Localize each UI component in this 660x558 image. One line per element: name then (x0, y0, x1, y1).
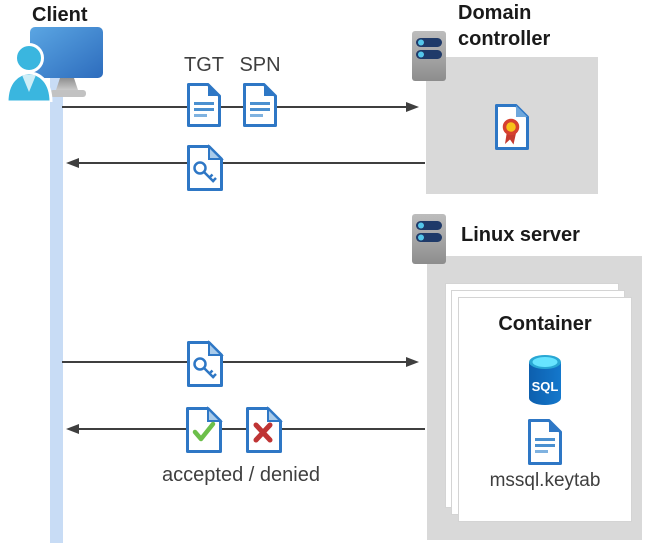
arrow-client-to-dc (62, 102, 419, 112)
key-document-icon (187, 340, 224, 387)
tgt-document-icon (187, 83, 221, 127)
domain-controller-label: Domain controller (458, 2, 551, 50)
certificate-document-icon (495, 104, 529, 150)
arrow-client-to-linux (62, 357, 419, 367)
container-card: Container SQL mssql.keytab (458, 297, 632, 522)
arrowhead-left-icon (66, 158, 79, 168)
x-document-icon (246, 406, 283, 453)
sql-database-icon: SQL (529, 355, 561, 405)
sql-label: SQL (532, 379, 559, 394)
client-lifeline (50, 78, 63, 543)
linux-server-label: Linux server (461, 224, 580, 246)
arrow-dc-to-client (66, 158, 425, 168)
tgt-label: TGT (184, 54, 224, 76)
keytab-label: mssql.keytab (489, 470, 601, 491)
person-at-monitor-icon (5, 27, 103, 102)
result-label: accepted / denied (162, 464, 320, 486)
server-icon (412, 31, 446, 81)
key-document-icon (187, 144, 224, 191)
client-label: Client (32, 4, 88, 26)
arrowhead-left-icon (66, 424, 79, 434)
keytab-document-icon (528, 419, 562, 465)
container-title: Container (498, 313, 592, 335)
spn-document-icon (243, 83, 277, 127)
check-document-icon (186, 406, 223, 453)
server-icon (412, 214, 446, 264)
arrowhead-right-icon (406, 102, 419, 112)
arrowhead-right-icon (406, 357, 419, 367)
spn-label: SPN (239, 54, 281, 76)
